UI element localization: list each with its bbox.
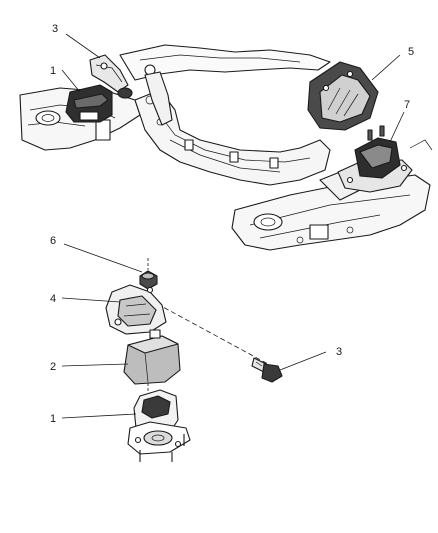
callout-label: 1 [50, 65, 56, 77]
callout-label: 5 [408, 46, 414, 58]
callout-label: 3 [52, 23, 58, 35]
top-right-mount-part-7 [337, 125, 433, 193]
callout-top-left-1: 1 [50, 65, 81, 93]
callout-label: 6 [50, 235, 56, 247]
callout-bottom-4: 4 [50, 293, 121, 305]
insulator-part-2 [123, 329, 181, 385]
callout-label: 3 [336, 346, 342, 358]
callout-label: 1 [50, 413, 56, 425]
top-right-mount-cover-part-5 [307, 61, 379, 131]
callout-label: 4 [50, 293, 56, 305]
callout-bottom-3: 3 [279, 346, 342, 371]
callout-bottom-2: 2 [50, 361, 129, 373]
frame-cradle-assembly [19, 44, 431, 251]
callout-top-right-5: 5 [371, 46, 414, 81]
top-left-bracket-part-3 [89, 54, 133, 99]
callout-label: 7 [404, 99, 410, 111]
assembly-axis-dashed-line [149, 299, 269, 365]
callout-bottom-1: 1 [50, 413, 137, 425]
lower-mount-part-1 [127, 389, 191, 462]
bolt-part-3 [251, 357, 283, 383]
bracket-part-4 [105, 284, 167, 335]
top-left-mount-part-1 [65, 84, 113, 123]
callout-label: 2 [50, 361, 56, 373]
callout-top-right-7: 7 [389, 99, 410, 143]
nut-part-6 [139, 270, 158, 290]
callout-bottom-6: 6 [50, 235, 143, 273]
callout-top-left-3: 3 [52, 23, 101, 59]
